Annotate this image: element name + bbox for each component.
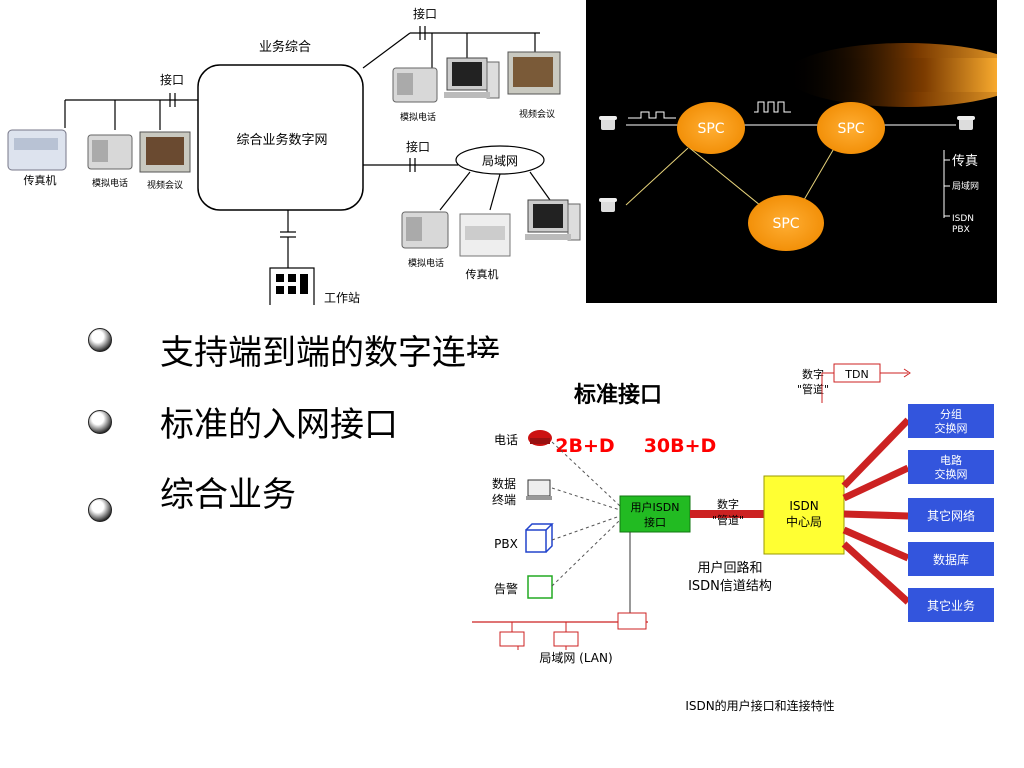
packet-switching-box xyxy=(908,404,994,438)
phone-icon xyxy=(528,430,552,446)
device-label-alarm: 告警 xyxy=(494,581,518,596)
alarm-icon xyxy=(527,575,553,599)
phone-icon xyxy=(957,116,975,130)
svg-text:电路: 电路 xyxy=(940,454,962,467)
fax-label: 传真 xyxy=(952,154,978,169)
svg-text:交换网: 交换网 xyxy=(935,421,968,435)
lan-label: 局域网 (LAN) xyxy=(539,651,612,665)
other-services-box xyxy=(908,588,994,622)
spc-node: SPC xyxy=(817,102,885,154)
phone-icon xyxy=(401,211,449,249)
isdn-central-office-box xyxy=(763,475,845,555)
bullet-text: 综合业务 xyxy=(160,475,296,515)
bullet-icon xyxy=(88,498,112,522)
svg-text:数据库: 数据库 xyxy=(933,552,969,567)
isdn-network-box xyxy=(197,64,364,211)
device-label-pbx: PBX xyxy=(494,537,518,551)
tdn-label: TDN xyxy=(844,368,868,381)
lan-label: 局域网 xyxy=(952,180,979,192)
bullet-icon xyxy=(88,410,112,434)
svg-text:其它网络: 其它网络 xyxy=(927,508,975,523)
spc-network-diagram: SPC SPC SPC 传真 局域网 ISDN PBX xyxy=(586,0,1024,303)
video-conference-icon xyxy=(507,51,561,95)
workstation-icon xyxy=(269,267,315,311)
workstation-label: 工作站 xyxy=(324,291,360,305)
pri-rate-label: 30B+D xyxy=(644,435,717,457)
svg-text:"管道": "管道" xyxy=(712,513,744,527)
list-item xyxy=(80,315,112,365)
svg-text:其它业务: 其它业务 xyxy=(927,598,975,613)
computer-icon xyxy=(444,57,500,99)
isdn-label: ISDN xyxy=(952,214,974,224)
svg-text:SPC: SPC xyxy=(772,216,799,232)
phone-icon xyxy=(87,134,133,170)
svg-text:ISDN信道结构: ISDN信道结构 xyxy=(688,579,772,594)
digital-pipe-top-label: 数字 xyxy=(802,367,824,381)
database-box xyxy=(908,542,994,576)
network-label: 综合业务数字网 xyxy=(236,132,327,148)
video-conf-top-label: 视频会议 xyxy=(519,108,555,120)
isdn-overview-diagram: 综合业务数字网 业务综合 接口 传真机 模拟电话 视频会议 接口 模拟电话 xyxy=(0,0,585,311)
phone-icon xyxy=(599,116,617,130)
analog-phone-bottom-label: 模拟电话 xyxy=(408,257,444,269)
top-interface-label: 接口 xyxy=(413,6,437,21)
fax-bottom-label: 传真机 xyxy=(466,267,499,281)
lan-node-icon xyxy=(499,631,525,647)
svg-text:数字: 数字 xyxy=(717,497,739,511)
fax-left-label: 传真机 xyxy=(24,173,57,187)
isdn-user-interface-diagram: 标准接口 2B+D 30B+D 电话 数据 终端 PBX 告警 用户ISDN 接… xyxy=(468,358,1024,718)
bri-rate-label: 2B+D xyxy=(555,435,614,457)
bullet-icon xyxy=(88,328,112,352)
service-integration-label: 业务综合 xyxy=(259,39,311,55)
left-interface-label: 接口 xyxy=(160,72,184,87)
standard-interface-title: 标准接口 xyxy=(574,382,662,408)
analog-phone-left-label: 模拟电话 xyxy=(92,177,128,189)
terminal-icon xyxy=(526,479,552,500)
list-item xyxy=(80,485,112,535)
analog-phone-top-label: 模拟电话 xyxy=(400,111,436,123)
user-loop-label: 用户回路和 xyxy=(697,560,762,576)
spc-node: SPC xyxy=(748,195,824,251)
svg-text:分组: 分组 xyxy=(940,407,962,421)
svg-text:终端: 终端 xyxy=(492,492,516,507)
other-networks-box xyxy=(908,498,994,532)
right-interface-label: 接口 xyxy=(406,139,430,154)
lan-label: 局域网 xyxy=(482,154,518,168)
svg-text:交换网: 交换网 xyxy=(935,467,968,481)
user-isdn-interface-box xyxy=(619,495,691,533)
svg-text:ISDN: ISDN xyxy=(789,499,818,513)
pbx-label: PBX xyxy=(952,225,970,235)
computer-icon xyxy=(525,199,581,241)
phone-icon xyxy=(392,67,438,103)
device-label-terminal: 数据 xyxy=(492,476,516,491)
feature-bullet-list: 支持端到端的数字连接 标准的入网接口 综合业务 xyxy=(80,315,580,535)
svg-text:中心局: 中心局 xyxy=(786,514,822,529)
svg-text:"管道": "管道" xyxy=(797,382,829,396)
bullet-text: 标准的入网接口 xyxy=(160,405,398,445)
lan-node-icon xyxy=(553,631,579,647)
svg-text:接口: 接口 xyxy=(644,516,666,529)
bullet-text: 支持端到端的数字连接 xyxy=(160,333,500,373)
device-label-phone: 电话 xyxy=(494,433,518,447)
video-conf-left-label: 视频会议 xyxy=(147,179,183,191)
list-item xyxy=(80,397,112,447)
lan-node-icon xyxy=(617,612,647,630)
fax-machine-icon xyxy=(459,213,511,257)
svg-text:用户ISDN: 用户ISDN xyxy=(631,500,680,514)
video-conference-icon xyxy=(139,131,191,173)
svg-text:SPC: SPC xyxy=(697,121,724,137)
circuit-switching-box xyxy=(908,450,994,484)
fax-machine-icon xyxy=(7,129,67,171)
pbx-icon xyxy=(525,523,554,553)
spc-node: SPC xyxy=(677,102,745,154)
svg-text:SPC: SPC xyxy=(837,121,864,137)
diagram-caption: ISDN的用户接口和连接特性 xyxy=(685,698,834,713)
phone-icon xyxy=(599,198,617,212)
